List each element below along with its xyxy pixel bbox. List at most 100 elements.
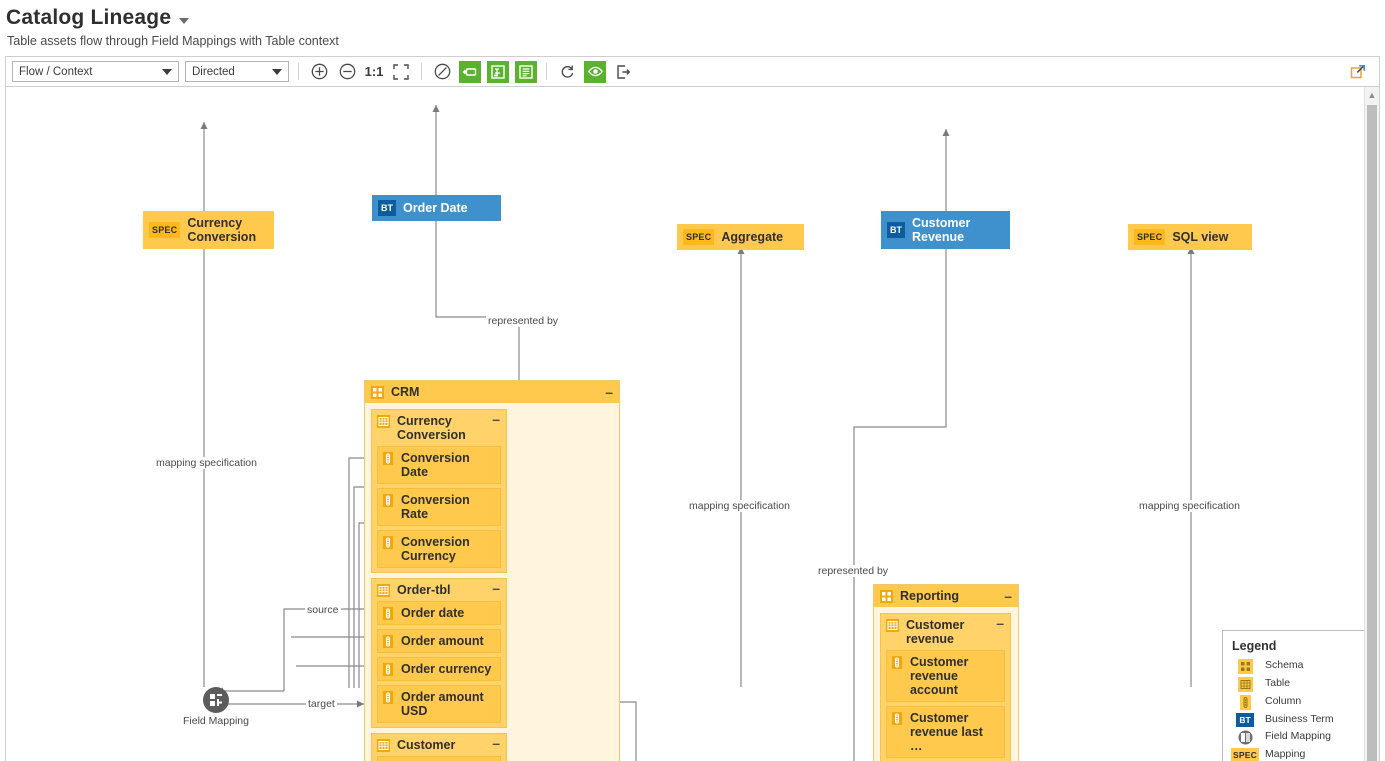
vertical-layout-button[interactable] [487, 61, 509, 83]
column-node-order-amount[interactable]: Order amount [377, 629, 501, 653]
column-label: Order amount [401, 634, 484, 648]
mapping-specification-icon: SPEC [1232, 748, 1258, 761]
toolbar-divider [298, 63, 299, 80]
export-button[interactable] [612, 61, 634, 83]
column-icon [1232, 695, 1258, 710]
page-title-row: Catalog Lineage [6, 6, 1385, 30]
legend-item-schema: Schema [1232, 659, 1355, 674]
collapse-icon[interactable]: – [492, 583, 500, 593]
spec-badge: SPEC [1231, 748, 1259, 761]
column-node-customer-revenue-account[interactable]: Customerrevenue account [886, 650, 1005, 702]
table-header[interactable]: CurrencyConversion – [372, 410, 506, 446]
table-icon [886, 619, 899, 632]
spec-node-label: CurrencyConversion [187, 216, 256, 244]
bt-badge: BT [887, 222, 905, 238]
column-node-conversion-currency[interactable]: ConversionCurrency [377, 530, 501, 568]
show-hide-button[interactable] [584, 61, 606, 83]
column-node-conversion-rate[interactable]: Conversion Rate [377, 488, 501, 526]
zoom-reset-button[interactable]: 1:1 [364, 61, 384, 83]
table-node-customer-revenue[interactable]: Customerrevenue – Customerrevenue accoun… [880, 613, 1011, 761]
table-icon [377, 415, 390, 428]
group-header-crm[interactable]: CRM – [365, 381, 619, 403]
bt-node-order-date[interactable]: BT Order Date [372, 195, 501, 221]
edge-label-source: source [305, 604, 341, 616]
spec-badge: SPEC [1134, 229, 1165, 245]
direction-select[interactable]: Directed [185, 61, 289, 82]
direction-value: Directed [192, 66, 235, 78]
table-header[interactable]: Customerrevenue – [881, 614, 1010, 650]
column-node-order-amount-usd[interactable]: Order amountUSD [377, 685, 501, 723]
schema-icon [371, 386, 384, 399]
chevron-down-icon[interactable] [179, 18, 189, 24]
edge-label-mapping-specification: mapping specification [1137, 500, 1242, 512]
zoom-in-icon [311, 63, 328, 80]
collapse-icon[interactable]: – [492, 414, 500, 424]
list-layout-button[interactable] [515, 61, 537, 83]
legend-label: Business Term [1265, 713, 1334, 725]
group-body-reporting: Customerrevenue – Customerrevenue accoun… [874, 607, 1018, 761]
schema-icon [1232, 659, 1258, 674]
column-node-customer-account[interactable]: Customeraccount [377, 756, 501, 761]
fit-to-screen-button[interactable] [390, 61, 412, 83]
bt-badge: BT [1236, 713, 1253, 727]
collapse-icon[interactable]: – [492, 738, 500, 748]
table-icon [1232, 677, 1258, 692]
scroll-up-arrow-icon[interactable]: ▲ [1365, 87, 1379, 102]
toolbar-divider [546, 63, 547, 80]
legend-title: Legend [1232, 639, 1355, 653]
table-columns: Customeraccount [372, 756, 506, 761]
group-node-crm[interactable]: CRM – CurrencyConversion – [364, 380, 620, 761]
table-node-customer[interactable]: Customer – Customeraccount [371, 733, 507, 761]
open-in-new-window-button[interactable] [1347, 61, 1369, 83]
column-node-customer-revenue-last[interactable]: Customerrevenue last … [886, 706, 1005, 758]
field-mapping-icon [1232, 730, 1258, 745]
field-mapping-label: Field Mapping [183, 715, 249, 727]
canvas-scrollbar[interactable]: ▲ ▼ [1364, 87, 1379, 761]
table-icon [377, 739, 390, 752]
collapse-icon[interactable]: – [996, 618, 1004, 628]
spec-node-sql-view[interactable]: SPEC SQL view [1128, 224, 1252, 250]
group-header-reporting[interactable]: Reporting – [874, 585, 1018, 607]
table-node-order-tbl[interactable]: Order-tbl – Order date [371, 578, 507, 728]
group-label: CRM [391, 385, 419, 399]
spec-node-label: SQL view [1172, 230, 1228, 244]
layout-vertical-icon [490, 64, 506, 80]
eye-icon [587, 63, 604, 80]
table-columns: Customerrevenue account Customerrevenue … [881, 650, 1010, 761]
schema-icon [880, 590, 893, 603]
column-node-order-date[interactable]: Order date [377, 601, 501, 625]
collapse-icon[interactable]: – [605, 387, 613, 397]
table-header[interactable]: Customer – [372, 734, 506, 756]
column-node-conversion-date[interactable]: Conversion Date [377, 446, 501, 484]
spec-node-label: Aggregate [721, 230, 783, 244]
lineage-mode-select[interactable]: Flow / Context [12, 61, 179, 82]
column-label: Conversion Rate [401, 493, 494, 521]
column-node-order-currency[interactable]: Order currency [377, 657, 501, 681]
column-label: Customerrevenue last … [910, 711, 998, 753]
zoom-out-button[interactable] [336, 61, 358, 83]
lineage-canvas[interactable]: SPEC CurrencyConversion SPEC Aggregate S… [5, 86, 1380, 761]
spec-node-aggregate[interactable]: SPEC Aggregate [677, 224, 804, 250]
collapse-icon[interactable]: – [1004, 591, 1012, 601]
table-node-currency-conversion[interactable]: CurrencyConversion – Conversion Date [371, 409, 507, 573]
refresh-button[interactable] [556, 61, 578, 83]
clear-filter-button[interactable] [431, 61, 453, 83]
column-icon [383, 452, 393, 465]
legend-panel: Legend Schema Table [1222, 630, 1365, 761]
zoom-in-button[interactable] [308, 61, 330, 83]
column-icon [383, 691, 393, 704]
column-icon [383, 607, 393, 620]
spec-node-currency-conversion[interactable]: SPEC CurrencyConversion [143, 211, 274, 249]
table-icon [377, 584, 390, 597]
page-title: Catalog Lineage [6, 6, 171, 30]
bt-node-customer-revenue[interactable]: BT CustomerRevenue [881, 211, 1010, 249]
column-icon [383, 635, 393, 648]
table-label: Customer [397, 738, 455, 752]
edge-label-mapping-specification: mapping specification [687, 500, 792, 512]
table-header[interactable]: Order-tbl – [372, 579, 506, 601]
scrollbar-thumb[interactable] [1367, 105, 1377, 761]
field-mapping-node-left[interactable]: Field Mapping [183, 687, 249, 727]
collapse-left-button[interactable] [459, 61, 481, 83]
group-node-reporting[interactable]: Reporting – Customerrevenue – [873, 584, 1019, 761]
legend-item-table: Table [1232, 677, 1355, 692]
